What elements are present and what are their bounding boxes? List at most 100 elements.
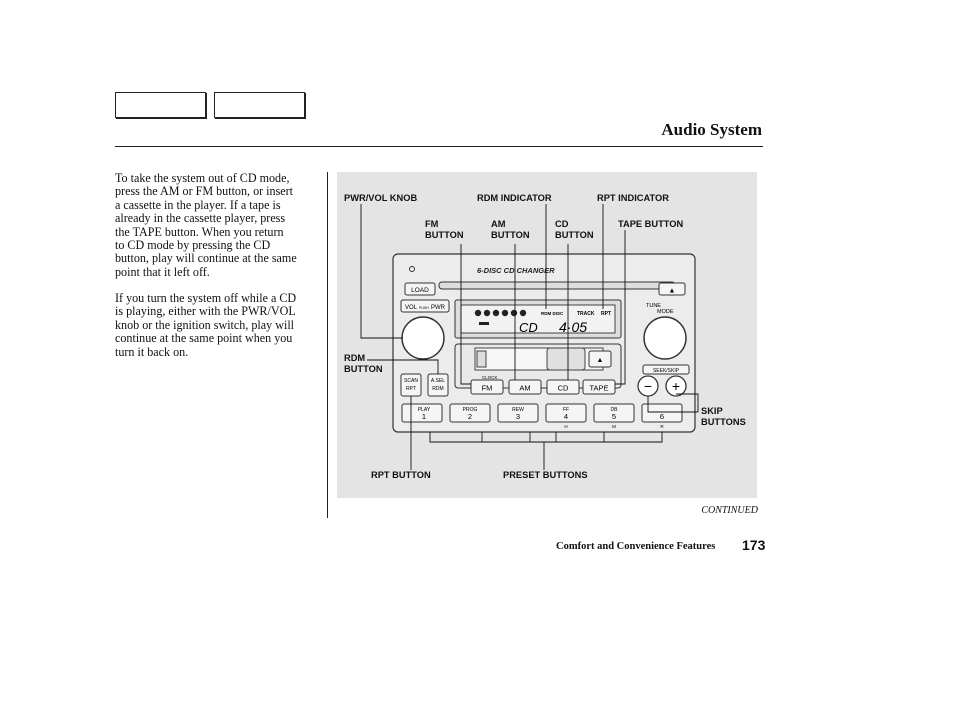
callout-rdm-button: RDM BUTTON <box>344 353 383 375</box>
display-screen <box>460 304 616 334</box>
callout-line: CD <box>555 219 569 229</box>
tune-label: TUNE <box>646 303 661 309</box>
pwr-vol-knob[interactable] <box>401 316 445 360</box>
disc-4-indicator <box>501 309 509 317</box>
preset-2-button[interactable] <box>449 403 491 423</box>
callout-cd-button: CD BUTTON <box>555 219 594 241</box>
callout-rpt-button: RPT BUTTON <box>371 470 431 480</box>
preset-2-num: 2 <box>468 412 472 421</box>
audio-unit-figure: 6-DISC CD CHANGER LOAD ▲ VOL PUSH PWR TU… <box>337 172 757 498</box>
text-line: turn it back on. <box>115 344 189 359</box>
vol-pwr-label-plate <box>400 299 450 313</box>
callout-tape-button: TAPE BUTTON <box>618 219 684 229</box>
plus-icon: + <box>672 378 680 394</box>
push-label: PUSH <box>419 306 429 310</box>
continued-label: CONTINUED <box>701 505 758 516</box>
disc-1-indicator <box>474 309 482 317</box>
tape-window <box>476 350 487 368</box>
hour-label: H <box>564 424 567 429</box>
leader-rdm-button <box>367 359 439 374</box>
seek-skip-label: SEEK/SKIP <box>653 368 680 374</box>
load-button[interactable] <box>404 282 436 296</box>
nav-tab-index[interactable] <box>214 92 305 118</box>
display-mode: CD <box>519 320 538 335</box>
fm-button[interactable] <box>470 379 504 395</box>
text-line: the TAPE button. When you return <box>115 224 284 239</box>
skip-plus-button[interactable] <box>665 375 687 397</box>
tape-eject-button[interactable] <box>588 350 612 368</box>
callout-rpt-indicator: RPT INDICATOR <box>597 193 669 203</box>
track-indicator: TRACK <box>577 311 595 317</box>
tape-eject-icon: ▲ <box>597 357 604 364</box>
disc-indicators <box>474 309 527 317</box>
preset-5-top: DB <box>611 407 619 413</box>
column-rule <box>327 172 328 518</box>
scan-rpt-label: RPT <box>406 386 416 392</box>
leader-pwr-vol <box>360 204 403 339</box>
preset-2-top: PROG <box>463 407 478 413</box>
preset-3-top: REW <box>512 407 524 413</box>
tape-mechanism <box>546 347 586 371</box>
nav-tab-contents[interactable] <box>115 92 206 118</box>
clock-label: CLOCK <box>482 375 498 380</box>
preset-6-button[interactable] <box>641 403 683 423</box>
callout-pwr-vol-knob: PWR/VOL KNOB <box>344 193 418 203</box>
rdm-disc-indicator: RDM DISC <box>541 311 564 316</box>
cd-slot <box>438 281 676 290</box>
tape-button[interactable] <box>582 379 616 395</box>
callout-line: BUTTON <box>425 230 464 240</box>
preset-4-button[interactable] <box>545 403 587 423</box>
pwr-label: PWR <box>431 305 446 311</box>
disc-3-indicator <box>492 309 500 317</box>
text-line: knob or the ignition switch, play will <box>115 317 295 332</box>
text-line: is playing, either with the PWR/VOL <box>115 304 296 319</box>
preset-4-top: FF <box>563 407 569 413</box>
header-rule <box>115 146 763 147</box>
callout-rdm-indicator: RDM INDICATOR <box>477 193 552 203</box>
disc-5-indicator <box>510 309 518 317</box>
preset-1-top: PLAY <box>418 407 431 413</box>
am-button-label: AM <box>519 384 530 393</box>
callout-line: RDM <box>344 353 366 363</box>
preset-button-row: PLAY 1 PROG 2 REW 3 FF 4 DB 5 6 <box>401 403 683 423</box>
tape-button-label: TAPE <box>589 384 608 393</box>
cd-eject-button[interactable] <box>658 282 686 296</box>
reset-label: R <box>660 424 664 429</box>
preset-5-num: 5 <box>612 412 616 421</box>
text-line: a cassette in the player. If a tape is <box>115 197 281 212</box>
page-title: Audio System <box>661 120 762 139</box>
display-track-time: 4·05 <box>559 319 587 335</box>
leader-tape <box>615 230 626 385</box>
preset-3-button[interactable] <box>497 403 539 423</box>
callout-line: AM <box>491 219 506 229</box>
text-line: already in the cassette player, press <box>115 211 286 226</box>
preset-5-button[interactable] <box>593 403 635 423</box>
callout-line: BUTTON <box>491 230 530 240</box>
text-line: continue at the same point when you <box>115 331 293 346</box>
text-line: To take the system out of CD mode, <box>115 171 290 185</box>
asel-label: A.SEL <box>431 378 445 384</box>
paragraph-1: To take the system out of CD mode, press… <box>115 171 323 279</box>
preset-1-num: 1 <box>422 412 426 421</box>
minute-label: M <box>612 424 616 429</box>
preset-4-num: 4 <box>564 412 568 421</box>
preset-1-button[interactable] <box>401 403 443 423</box>
leader-skip <box>676 393 699 412</box>
callout-leader-lines <box>360 204 699 470</box>
cd-button-label: CD <box>558 384 569 393</box>
text-line: to CD mode by pressing the CD <box>115 238 271 253</box>
text-line: If you turn the system off while a CD <box>115 291 297 305</box>
callout-line: BUTTON <box>555 230 594 240</box>
cd-button[interactable] <box>546 379 580 395</box>
paragraph-2: If you turn the system off while a CD is… <box>115 291 323 359</box>
tune-mode-knob[interactable] <box>643 316 687 360</box>
anti-theft-indicator-icon <box>409 266 415 272</box>
seek-skip-label-plate <box>642 364 690 375</box>
am-button[interactable] <box>508 379 542 395</box>
callout-am-button: AM BUTTON <box>491 219 530 241</box>
mode-label: MODE <box>657 309 674 315</box>
rpt-indicator: RPT <box>601 311 611 317</box>
leader-fm <box>460 244 471 385</box>
page-number: 173 <box>742 537 766 553</box>
preset-3-num: 3 <box>516 412 520 421</box>
